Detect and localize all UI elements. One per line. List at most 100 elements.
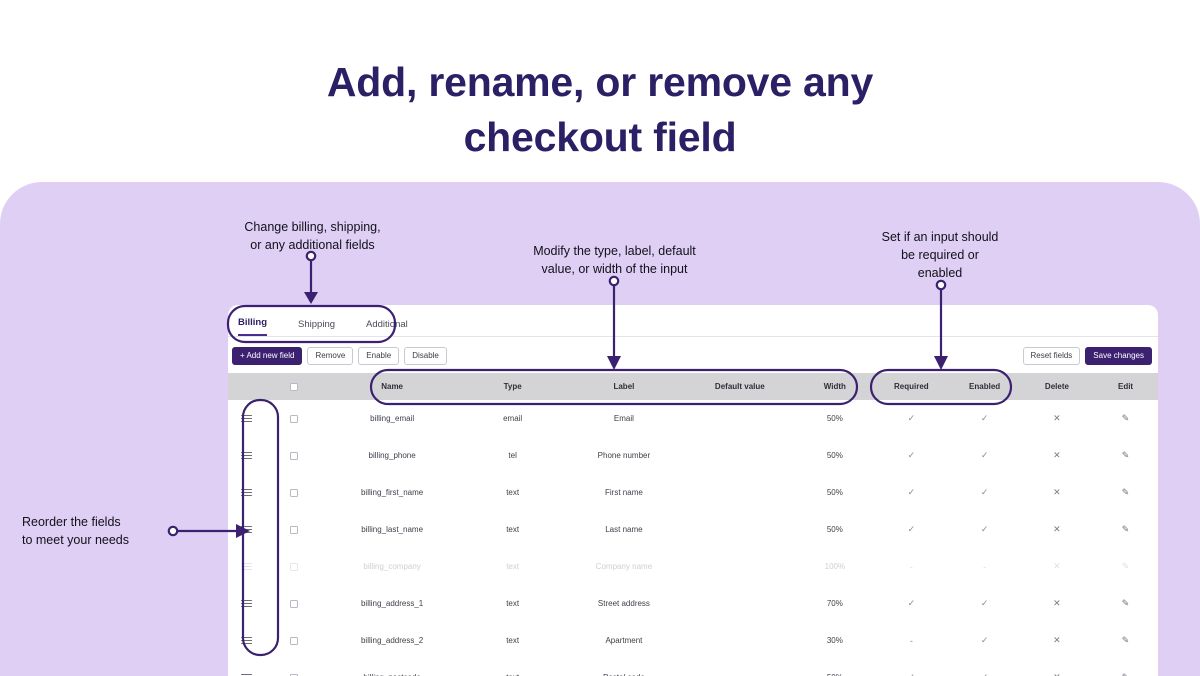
enable-button[interactable]: Enable	[358, 346, 400, 365]
required-indicator: ✓	[907, 450, 916, 460]
row-checkbox-cell	[265, 525, 322, 534]
cell-name: billing_first_name	[360, 488, 424, 497]
row-checkbox-cell	[265, 451, 322, 460]
row-checkbox[interactable]	[289, 451, 298, 460]
tab-additional[interactable]: Additional	[366, 319, 408, 330]
annotation-tabs: Change billing, shipping, or any additio…	[244, 220, 381, 252]
cell-type: text	[506, 636, 520, 645]
delete-icon[interactable]: ✕	[1053, 598, 1061, 608]
cell-width: 50%	[826, 525, 843, 534]
cell-label: Phone number	[597, 451, 651, 460]
edit-icon[interactable]: ✎	[1121, 635, 1130, 645]
drag-handle-icon[interactable]	[228, 525, 265, 534]
cell-name: billing_email	[370, 414, 415, 423]
cell-width: 100%	[824, 562, 846, 571]
edit-icon[interactable]: ✎	[1122, 672, 1130, 676]
cell-width: 50%	[826, 451, 843, 460]
cell-name: billing_address_2	[360, 636, 424, 645]
drag-handle-icon[interactable]	[228, 451, 265, 460]
required-indicator: ✓	[907, 413, 916, 423]
save-changes-button[interactable]: Save changes	[1085, 346, 1152, 365]
row-checkbox[interactable]	[289, 636, 298, 645]
page-title-line-2: checkout field	[463, 114, 737, 160]
column-header-enabled: Enabled	[969, 382, 1001, 391]
delete-icon[interactable]: ✕	[1053, 487, 1061, 497]
row-checkbox-cell	[265, 636, 322, 645]
cell-label: Street address	[597, 599, 650, 608]
drag-handle-icon[interactable]	[228, 673, 265, 676]
row-checkbox-cell	[265, 488, 322, 497]
edit-icon[interactable]: ✎	[1121, 524, 1130, 534]
row-checkbox[interactable]	[289, 414, 298, 423]
edit-icon[interactable]: ✎	[1121, 598, 1130, 608]
enabled-indicator: ✓	[980, 524, 989, 534]
required-indicator: ✓	[907, 524, 916, 534]
required-indicator: ✓	[907, 487, 916, 497]
drag-handle-icon[interactable]	[228, 599, 265, 608]
drag-handle-icon[interactable]	[228, 414, 265, 423]
delete-icon[interactable]: ✕	[1053, 561, 1061, 571]
row-checkbox[interactable]	[289, 525, 298, 534]
delete-icon[interactable]: ✕	[1053, 672, 1061, 676]
row-checkbox[interactable]	[289, 488, 298, 497]
edit-icon[interactable]: ✎	[1121, 487, 1130, 497]
cell-width: 50%	[826, 488, 843, 497]
delete-icon[interactable]: ✕	[1053, 450, 1061, 460]
column-header-width: Width	[823, 382, 846, 391]
cell-name: billing_phone	[368, 451, 416, 460]
delete-icon[interactable]: ✕	[1053, 524, 1061, 534]
cell-width: 50%	[826, 414, 843, 423]
row-checkbox[interactable]	[289, 599, 298, 608]
cell-label: Company name	[595, 562, 653, 571]
cell-width: 70%	[826, 599, 843, 608]
delete-icon[interactable]: ✕	[1053, 413, 1061, 423]
tab-billing[interactable]: Billing	[238, 317, 268, 336]
remove-button[interactable]: Remove	[307, 346, 354, 365]
cell-name: billing_company	[363, 562, 421, 571]
column-header-delete: Delete	[1044, 382, 1069, 391]
toolbar-right-group: Reset fields Save changes	[1022, 346, 1152, 365]
table-row: billing_postcodetextPostal code50%✓✓✕✎	[228, 659, 1158, 676]
drag-handle-icon[interactable]	[228, 636, 265, 645]
annotation-columns: Modify the type, label, default value, o…	[533, 244, 696, 276]
required-indicator: ✓	[907, 598, 916, 608]
fields-table: Name Type Label Default value Width Requ…	[228, 373, 1158, 676]
tab-shipping[interactable]: Shipping	[298, 319, 336, 330]
cell-type: email	[503, 414, 523, 423]
drag-handle-icon[interactable]	[228, 488, 265, 497]
cell-type: tel	[508, 451, 517, 460]
enabled-indicator: ✓	[980, 487, 989, 497]
enabled-indicator: ✓	[980, 413, 989, 423]
cell-width: 50%	[795, 673, 874, 676]
reset-fields-button[interactable]: Reset fields	[1022, 346, 1081, 365]
cell-type: text	[462, 673, 564, 676]
table-row: billing_phone tel Phone number 50% ✓ ✓ ✕ ✎	[228, 437, 1158, 474]
edit-icon[interactable]: ✎	[1121, 413, 1130, 423]
page-title: Add, rename, or remove any checkout fiel…	[0, 55, 1200, 165]
edit-icon[interactable]: ✎	[1121, 561, 1130, 571]
row-checkbox[interactable]	[289, 673, 298, 676]
disable-button[interactable]: Disable	[404, 346, 447, 365]
row-checkbox-cell	[265, 673, 322, 676]
row-checkbox[interactable]	[289, 562, 298, 571]
cell-type: text	[506, 562, 520, 571]
required-indicator: ✓	[908, 672, 916, 676]
annotation-reorder: Reorder the fields to meet your needs	[22, 515, 130, 547]
edit-icon[interactable]: ✎	[1121, 450, 1130, 460]
select-all-checkbox[interactable]	[289, 382, 298, 391]
add-new-field-button[interactable]: + Add new field	[232, 346, 303, 365]
column-header-name: Name	[381, 382, 404, 391]
column-header-label: Label	[613, 382, 635, 391]
cell-type: text	[506, 525, 520, 534]
delete-icon[interactable]: ✕	[1053, 635, 1061, 645]
column-header-required: Required	[894, 382, 929, 391]
cell-type: text	[506, 488, 520, 497]
drag-handle-icon[interactable]	[228, 562, 265, 571]
enabled-indicator: ✓	[980, 450, 989, 460]
cell-type: text	[506, 599, 520, 608]
